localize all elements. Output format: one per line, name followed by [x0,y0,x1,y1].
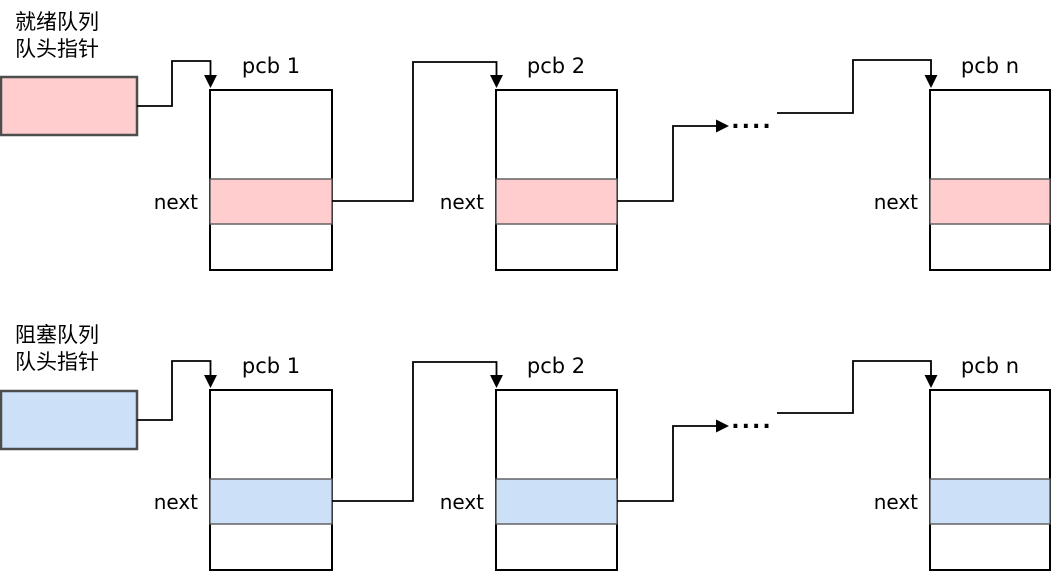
ready-queue-head-pointer-label: 队头指针 [15,37,99,61]
ready-link-ellipsis-pcbn-arrow [777,59,938,114]
ready-link-pcb1-pcb2-arrow [332,61,503,202]
blocked-pcbn-next-field [929,478,1051,525]
blocked-link-pcb1-pcb2-arrow [332,361,503,502]
ready-pcbn-title: pcb n [961,54,1019,78]
ready-queue-label: 就绪队列 [15,10,99,34]
blocked-link-pcb2-ellipsis-arrow [617,419,729,502]
blocked-link-ellipsis-pcbn-arrow [777,360,938,414]
blocked-pcb1-next-label: next [154,490,198,514]
blocked-pcb1-next-field [209,478,333,525]
ready-link-pcb2-ellipsis-arrow [617,119,729,202]
ready-pcbn-next-label: next [874,190,918,214]
blocked-queue-label: 阻塞队列 [15,323,99,347]
blocked-queue: 阻塞队列 队头指针 pcb 1 next pcb 2 next .... pcb… [0,323,1051,571]
blocked-pcbn-next-label: next [874,490,918,514]
ready-queue: 就绪队列 队头指针 pcb 1 next pcb 2 next .... pcb… [0,10,1051,271]
blocked-ellipsis-dots: .... [731,409,772,434]
blocked-queue-head-pointer-label: 队头指针 [15,350,99,374]
ready-pcb2-next-field [495,178,618,225]
blocked-pcbn-title: pcb n [961,354,1019,378]
blocked-pcb2-next-label: next [440,490,484,514]
ready-pcb1-next-label: next [154,190,198,214]
blocked-head-link-arrow [137,360,217,421]
ready-head-pointer-box [0,75,139,137]
blocked-pcb1-title: pcb 1 [242,354,300,378]
ready-pcb2-next-label: next [440,190,484,214]
ready-pcb1-next-field [209,178,333,225]
ready-pcb1-title: pcb 1 [242,54,300,78]
ready-pcbn-next-field [929,178,1051,225]
ready-head-link-arrow [137,60,217,107]
blocked-pcb2-next-field [495,478,618,525]
blocked-pcb2-title: pcb 2 [527,354,585,378]
ready-pcb2-title: pcb 2 [527,54,585,78]
blocked-head-pointer-box [0,389,139,451]
ready-ellipsis-dots: .... [731,109,772,134]
